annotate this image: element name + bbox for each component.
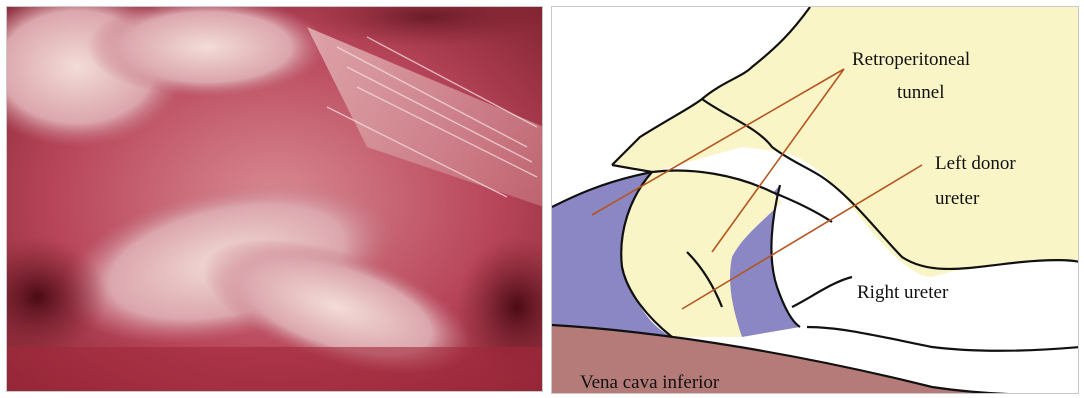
schematic-svg: Retroperitoneal tunnel Left donor ureter… <box>552 7 1079 394</box>
surgical-photo-render <box>7 7 543 392</box>
label-left-donor-line1: Left donor <box>935 153 1016 174</box>
label-retroperitoneal-line1: Retroperitoneal <box>852 49 970 70</box>
label-right-ureter: Right ureter <box>857 282 949 303</box>
schematic-diagram: Retroperitoneal tunnel Left donor ureter… <box>551 6 1079 394</box>
label-vena-cava: Vena cava inferior <box>580 372 720 393</box>
label-retroperitoneal-line2: tunnel <box>897 82 945 103</box>
tissue-bottom <box>7 347 543 392</box>
surgical-photo <box>6 6 543 392</box>
label-left-donor-line2: ureter <box>935 188 980 209</box>
